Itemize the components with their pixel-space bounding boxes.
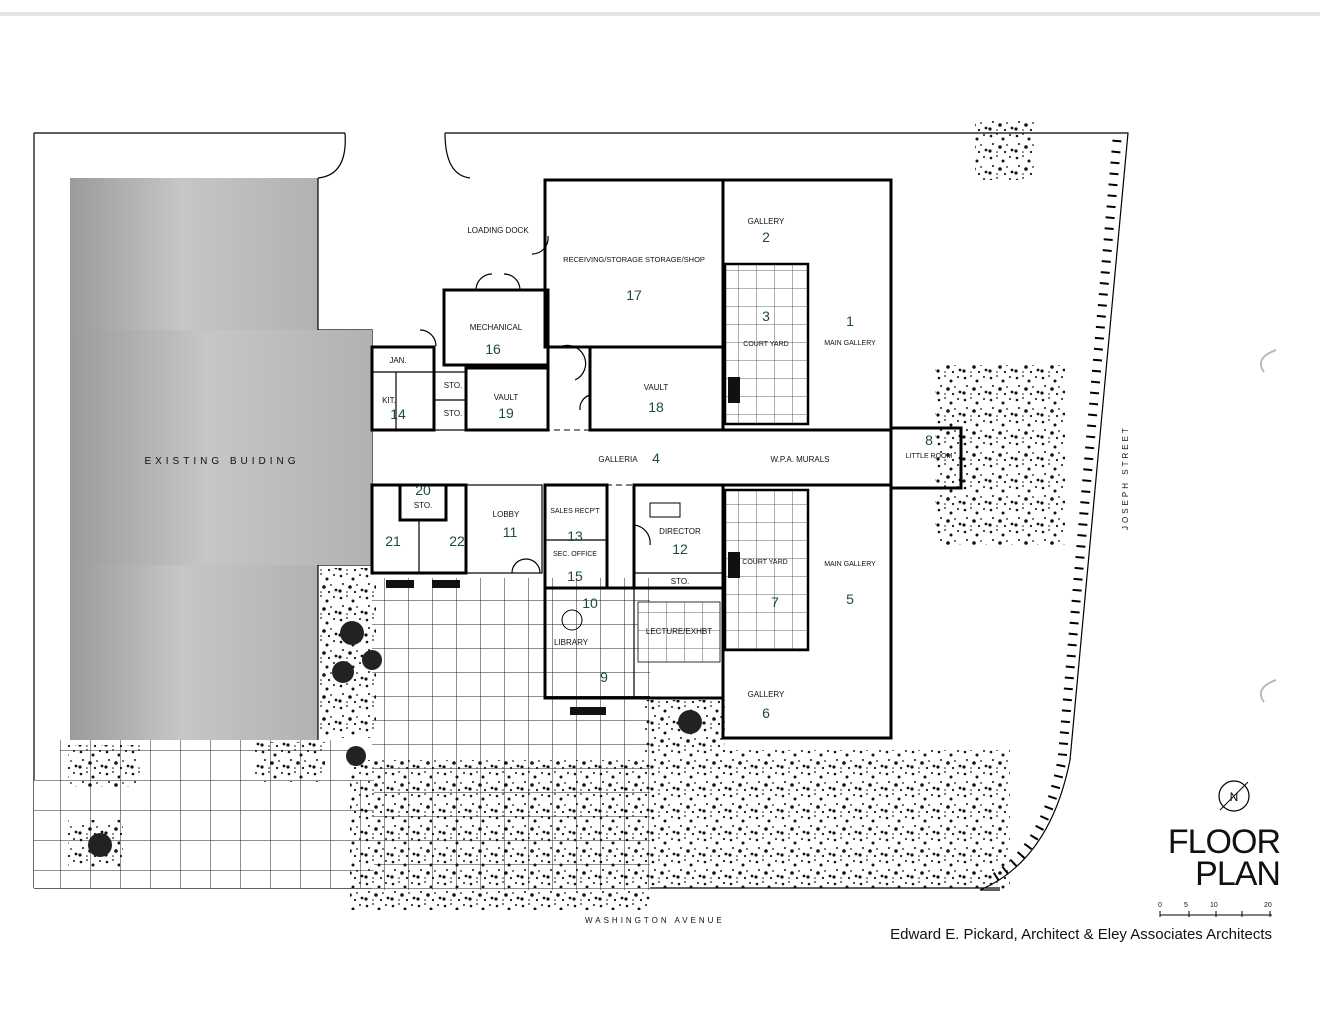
room-8-number: 8 xyxy=(925,432,933,448)
room-12-number: 12 xyxy=(672,541,688,557)
room-16-number: 16 xyxy=(485,341,501,357)
room-15-number: 15 xyxy=(567,568,583,584)
binder-hole-lower xyxy=(1260,679,1277,703)
scale-label-10: 10 xyxy=(1210,902,1218,909)
room-4-label: GALLERIA xyxy=(598,455,638,464)
room-13-number: 13 xyxy=(567,528,583,544)
loading-dock-label: LOADING DOCK xyxy=(467,226,529,235)
room-5-number: 5 xyxy=(846,591,854,607)
room-labels: LOADING DOCK RECEIVING/STORAGE STORAGE/S… xyxy=(382,217,952,721)
storage-label-director: STO. xyxy=(671,577,690,586)
site-boundary xyxy=(34,132,1105,179)
room-14-label: KIT. xyxy=(382,396,396,405)
room-2-number: 2 xyxy=(762,229,770,245)
title-line-2: PLAN xyxy=(1195,855,1281,893)
room-20-label: STO. xyxy=(414,501,433,510)
room-20-number: 20 xyxy=(415,482,431,498)
murals-label: W.P.A. MURALS xyxy=(771,455,830,464)
scale-label-0: 0 xyxy=(1158,902,1162,909)
plaza-paving xyxy=(372,578,650,700)
scale-label-5: 5 xyxy=(1184,902,1188,909)
room-6-label: GALLERY xyxy=(748,690,785,699)
room-10-label: LIBRARY xyxy=(554,638,589,647)
landscaping xyxy=(68,120,1065,910)
washington-avenue-label: WASHINGTON AVENUE xyxy=(585,916,725,925)
room-5-label: MAIN GALLERY xyxy=(824,561,876,568)
room-12-label: DIRECTOR xyxy=(659,527,701,536)
scale-labels: 0 5 10 20 xyxy=(1150,902,1280,914)
room-19-number: 19 xyxy=(498,405,514,421)
scale-bar xyxy=(1159,911,1272,917)
room-3-label: COURT YARD xyxy=(743,341,788,348)
room-14-number: 14 xyxy=(390,406,406,422)
room-2-label: GALLERY xyxy=(748,217,785,226)
room-18-label: VAULT xyxy=(644,383,669,392)
room-6-number: 6 xyxy=(762,705,770,721)
room-7-number: 7 xyxy=(771,594,779,610)
room-9-label: LECTURE/EXHBT xyxy=(646,627,712,636)
north-letter: N xyxy=(1230,790,1239,804)
joseph-street-label: JOSEPH STREET xyxy=(1121,425,1130,530)
room-3-number: 3 xyxy=(762,308,770,324)
title-line-1: FLOOR xyxy=(1167,823,1281,861)
room-15-label: SEC. OFFICE xyxy=(553,551,597,558)
room-18-number: 18 xyxy=(648,399,664,415)
room-17-label: RECEIVING/STORAGE STORAGE/SHOP xyxy=(563,255,705,264)
room-4-number: 4 xyxy=(652,450,660,466)
room-22-number: 22 xyxy=(449,533,465,549)
existing-building-label: EXISTING BUIDING xyxy=(144,456,299,467)
room-16-label: MECHANICAL xyxy=(470,323,523,332)
architect-credit: Edward E. Pickard, Architect & Eley Asso… xyxy=(890,926,1272,943)
room-11-label: LOBBY xyxy=(493,510,520,519)
room-9-number: 9 xyxy=(600,669,608,685)
room-7-label: COURT YARD xyxy=(742,559,787,566)
scale-label-20: 20 xyxy=(1264,902,1272,909)
room-13-label: SALES RECP'T xyxy=(550,508,600,515)
storage-label-upper: STO. xyxy=(444,381,463,390)
north-arrow: N xyxy=(1218,780,1250,812)
room-10-number: 10 xyxy=(582,595,598,611)
existing-building-wing xyxy=(70,330,372,565)
plan-title: FLOOR PLAN xyxy=(1140,823,1281,893)
room-17-number: 17 xyxy=(626,287,642,303)
room-1-label: MAIN GALLERY xyxy=(824,340,876,347)
binder-hole-upper xyxy=(1260,349,1277,373)
room-1-number: 1 xyxy=(846,313,854,329)
room-11-number: 11 xyxy=(503,524,518,540)
storage-label-lower: STO. xyxy=(444,409,463,418)
janitor-label: JAN. xyxy=(389,356,406,365)
room-19-label: VAULT xyxy=(494,393,519,402)
room-21-number: 21 xyxy=(385,533,401,549)
room-8-label: LITTLE ROOM xyxy=(906,453,953,460)
building-walls xyxy=(370,178,963,740)
